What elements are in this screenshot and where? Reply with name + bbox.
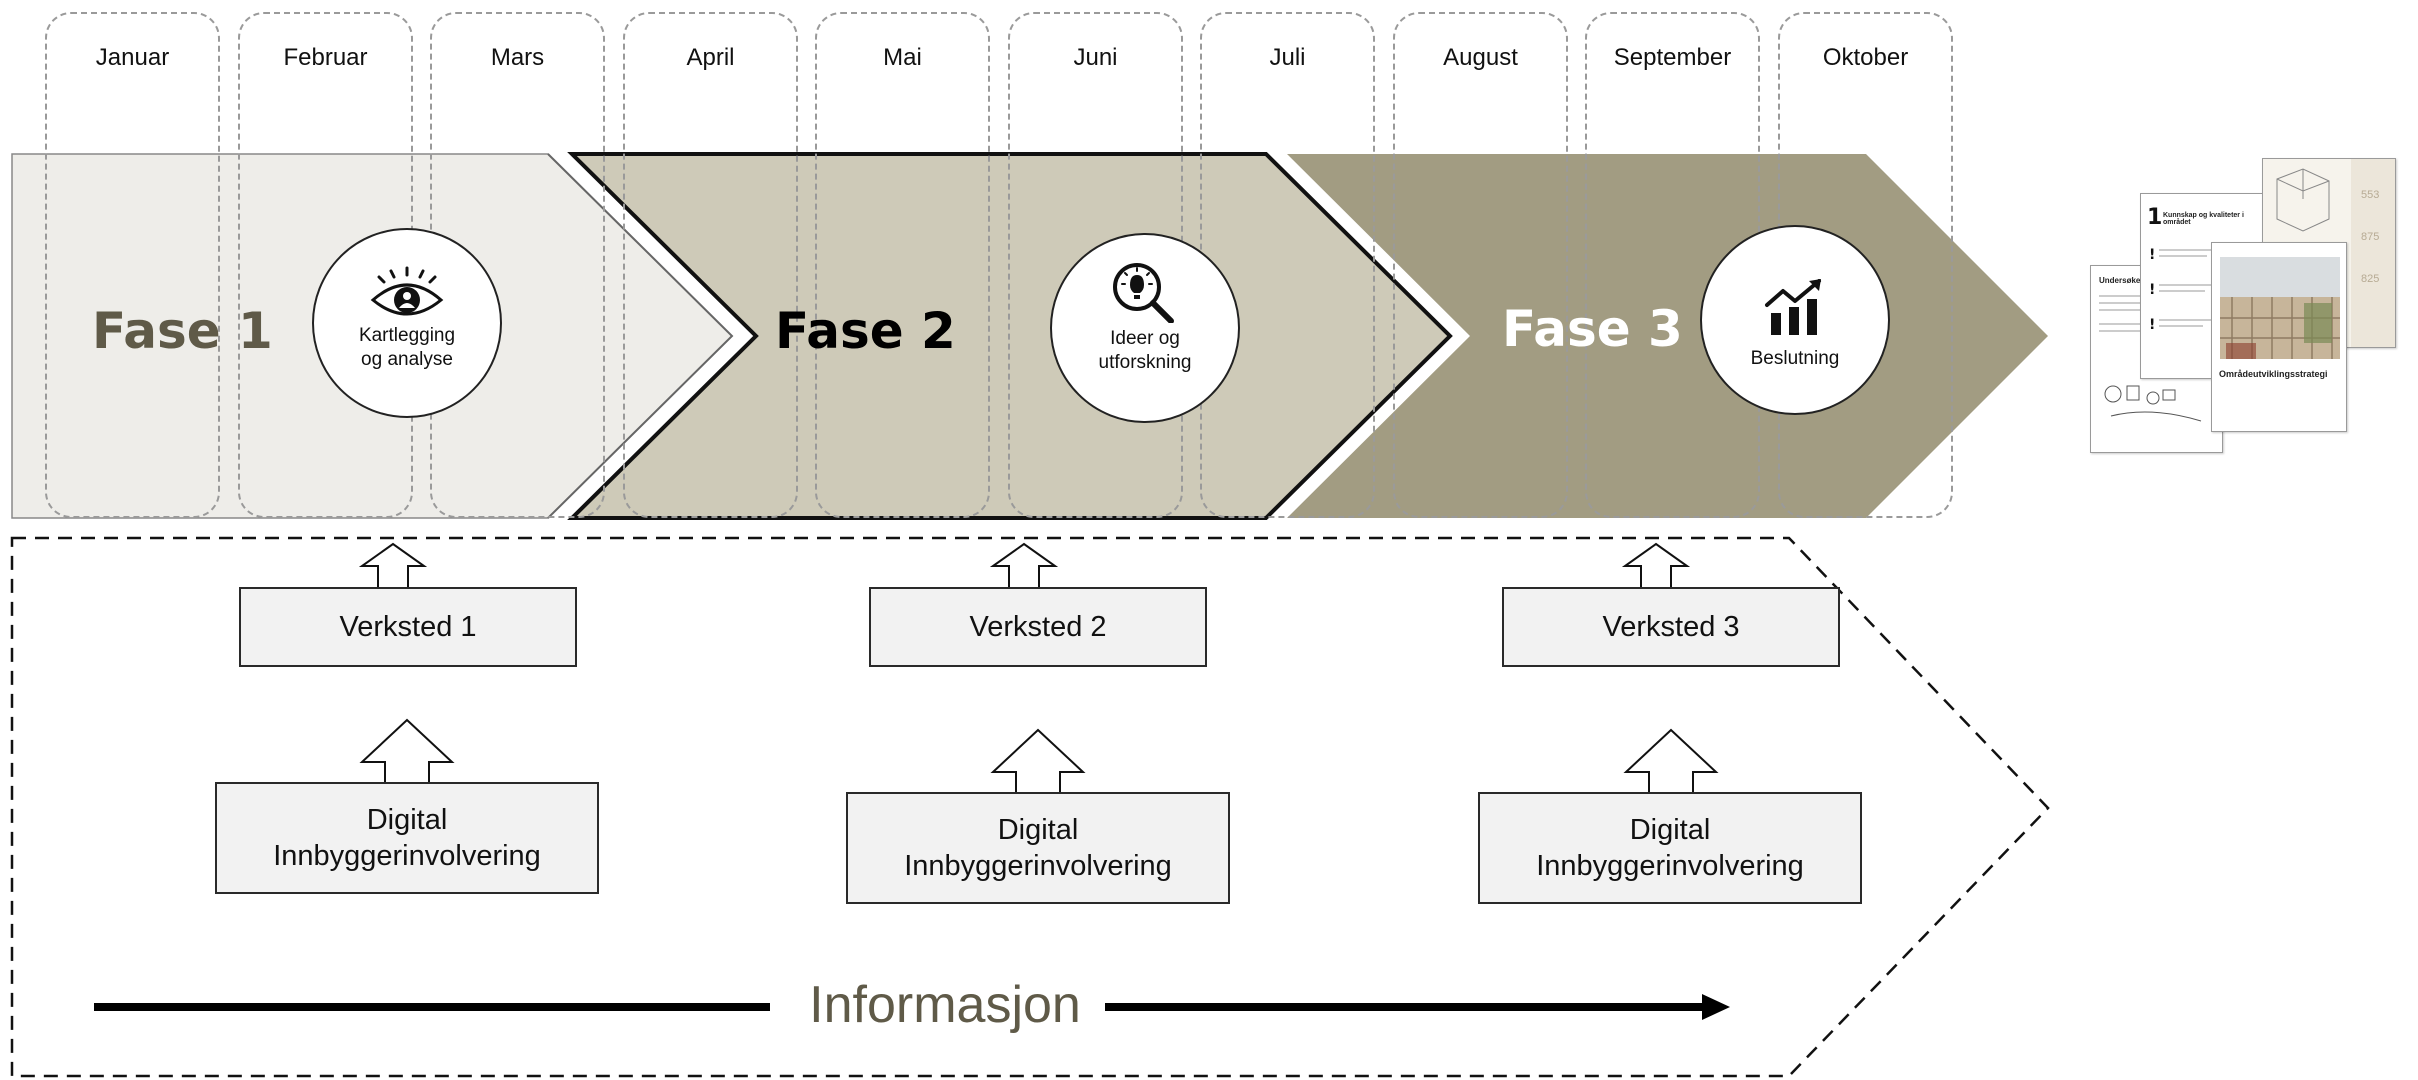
document-photo [2220,257,2340,359]
month-column-august: August [1393,12,1568,518]
document-stat-1: 553 [2361,189,2380,201]
phase-1-title: Fase 1 [92,302,273,360]
phase-3-chevron [1287,154,2048,518]
bar-chart-trend-icon [1765,279,1821,335]
up-arrows [358,542,1719,796]
phase-1-label: Kartlegging og analyse [358,325,456,370]
month-column-mai: Mai [815,12,990,518]
month-label: April [686,44,735,71]
phase-3-circle: Beslutning [1700,225,1890,415]
phase-1-circle: Kartlegging og analyse [312,228,502,418]
phase-3-title: Fase 3 [1502,300,1683,358]
workshop-3-box: Verksted 3 [1502,587,1840,667]
document-page-4: Områdeutviklingsstrategi [2211,242,2347,432]
svg-text:!: ! [2149,282,2155,298]
month-label: Juni [1073,44,1118,71]
month-label: Mars [490,44,545,71]
month-label: Januar [95,44,170,71]
phase-2-chevron [567,152,1453,520]
information-arrowhead [1702,994,1730,1020]
information-frame [10,536,2050,1078]
phase-2-title: Fase 2 [775,302,956,360]
phase-3-label: Beslutning [1750,348,1840,369]
phase-2-label: Ideer og utforskning [1098,328,1192,373]
phase-1-edge [547,153,734,519]
document-page-3-graphic [2276,159,2395,347]
eye-icon [370,266,444,316]
svg-text:!: ! [2149,247,2155,263]
digital-involvement-1-box: Digital Innbyggerinvolvering [215,782,599,894]
svg-text:!: ! [2149,317,2155,333]
svg-text:1: 1 [2147,205,2162,230]
phase-2-circle: Ideer og utforskning [1050,233,1240,423]
lightbulb-magnifier-icon [1113,263,1174,323]
document-heading: Kunnskap og kvaliteter i området [2163,212,2244,226]
month-label: September [1613,44,1732,71]
document-page-2-graphic: 1 !!! [2147,205,2211,333]
digital-involvement-2-box: Digital Innbyggerinvolvering [846,792,1230,904]
digital-involvement-3-box: Digital Innbyggerinvolvering [1478,792,1862,904]
month-column-april: April [623,12,798,518]
information-label: Informasjon [809,976,1081,1034]
month-label: Juli [1269,44,1306,71]
month-label: Februar [283,44,368,71]
document-title-left: Undersøkelse [2099,276,2152,285]
document-stat-3: 825 [2361,273,2380,285]
month-label: August [1443,44,1518,71]
document-stat-2: 875 [2361,231,2380,243]
month-label: Oktober [1822,44,1909,71]
workshop-2-box: Verksted 2 [869,587,1207,667]
month-label: Mai [883,44,922,71]
month-column-januar: Januar [45,12,220,518]
workshop-1-box: Verksted 1 [239,587,577,667]
document-main-title: Områdeutviklingsstrategi [2219,369,2328,379]
